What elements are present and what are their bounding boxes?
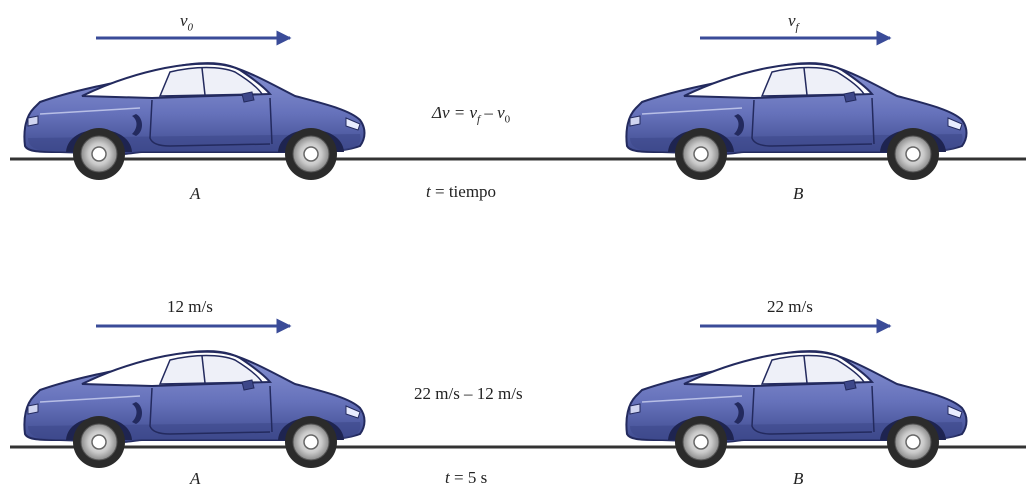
top-velocity-a-label: v0 (180, 12, 193, 33)
top-label-b: B (793, 185, 803, 202)
top-label-a: A (190, 185, 200, 202)
bottom-velocity-a-label: 12 m/s (167, 298, 213, 315)
bottom-label-b: B (793, 470, 803, 487)
top-car-a (24, 63, 364, 180)
top-velocity-b-label: vf (788, 12, 799, 33)
top-car-b (626, 63, 966, 180)
bottom-velocity-b-label: 22 m/s (767, 298, 813, 315)
bottom-car-a (24, 351, 364, 468)
top-time-label: t = tiempo (426, 183, 496, 200)
bottom-time-label: t = 5 s (445, 469, 487, 486)
bottom-difference: 22 m/s – 12 m/s (414, 385, 523, 402)
top-formula: Δv = vf – v0 (432, 104, 510, 125)
bottom-label-a: A (190, 470, 200, 487)
bottom-car-b (626, 351, 966, 468)
